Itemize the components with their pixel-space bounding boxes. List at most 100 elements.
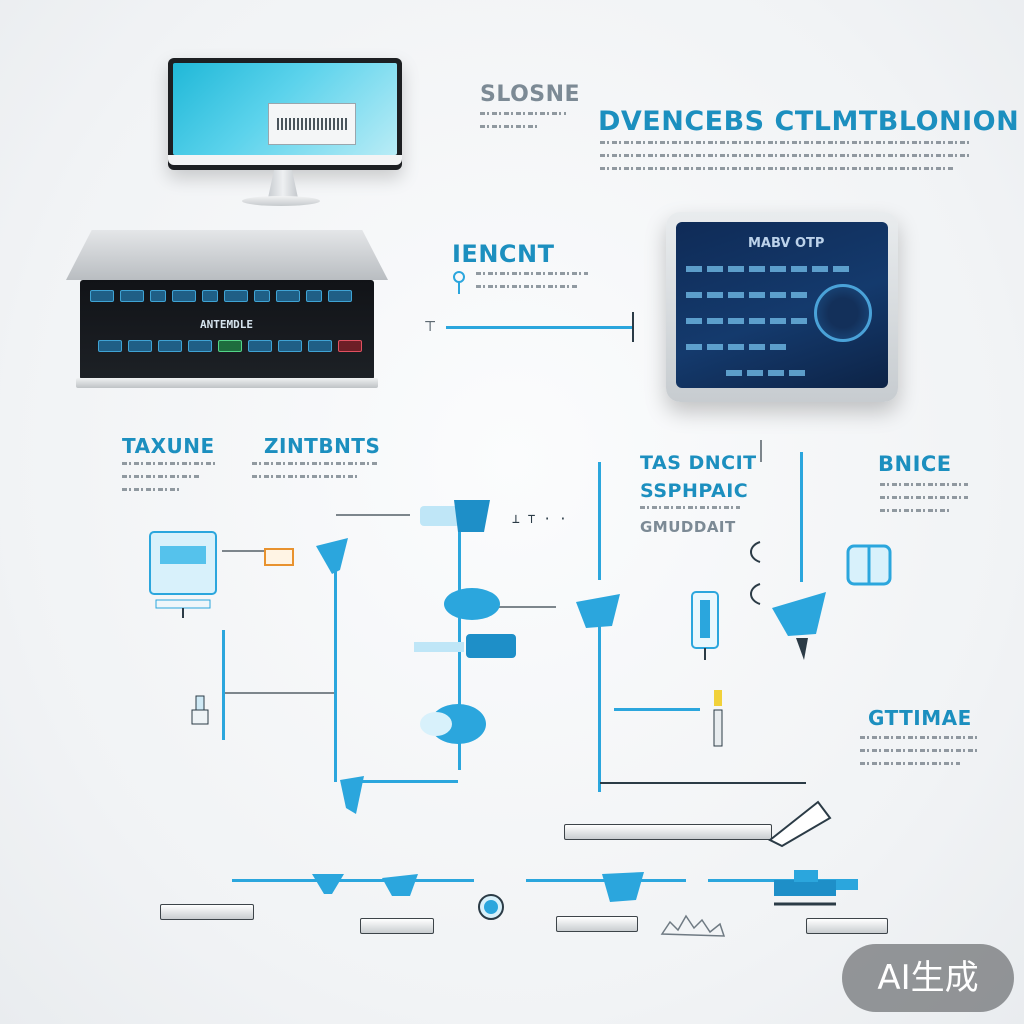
right-caption-top: BNICE <box>878 452 952 476</box>
console-key[interactable] <box>202 290 218 302</box>
console-key[interactable] <box>90 290 114 302</box>
flow-line <box>614 708 700 711</box>
tablet-screen: MABV OTP <box>676 222 888 388</box>
pin-icon <box>452 270 466 296</box>
control-console: ANTEMDLE <box>66 230 388 388</box>
tablet-device: MABV OTP <box>666 212 898 402</box>
left-caption-a: TAXUNE <box>122 434 215 458</box>
tablet-row <box>686 266 849 272</box>
ellipsis-icon: ⊥ ⊤ · · <box>512 512 567 527</box>
monitor-caption-text <box>480 112 566 138</box>
ramp-node-icon <box>768 800 832 848</box>
vehicle-node-icon <box>774 870 858 906</box>
flow-line <box>760 440 762 462</box>
console-key[interactable] <box>308 340 332 352</box>
center-caption-1: TAS DNCIT <box>640 452 757 474</box>
console-key[interactable] <box>254 290 270 302</box>
funnel-node-icon <box>312 874 344 894</box>
console-caption: IENCNT <box>452 240 555 268</box>
flow-line <box>232 879 474 882</box>
flow-line <box>486 606 556 608</box>
tablet-row <box>686 292 807 298</box>
tablet-title: MABV OTP <box>748 236 825 251</box>
center-caption-text <box>640 506 740 519</box>
tablet-dial[interactable] <box>814 284 872 342</box>
flow-line <box>222 550 264 552</box>
conveyor-rail <box>160 904 254 920</box>
funnel-node-icon <box>316 538 348 574</box>
console-key[interactable] <box>98 340 122 352</box>
connector-stop <box>632 312 634 342</box>
monitor-caption: SLOSNE <box>480 82 581 107</box>
debris-icon <box>660 914 726 937</box>
console-panel: ANTEMDLE <box>80 280 374 380</box>
flow-line <box>222 630 225 740</box>
flow-line <box>222 692 334 694</box>
funnel-node-icon <box>602 872 644 902</box>
tablet-row <box>726 370 805 376</box>
bar-node-icon <box>414 634 516 658</box>
sensor-node-icon <box>713 690 723 747</box>
console-key-green[interactable] <box>218 340 242 352</box>
monitor-display <box>173 63 397 155</box>
device-node-icon <box>149 531 217 618</box>
console-key[interactable] <box>248 340 272 352</box>
console-key[interactable] <box>328 290 352 302</box>
console-key[interactable] <box>278 340 302 352</box>
console-key[interactable] <box>158 340 182 352</box>
connector-line <box>446 326 634 329</box>
console-key[interactable] <box>188 340 212 352</box>
left-caption-b-text <box>252 462 378 488</box>
flow-line <box>600 782 806 784</box>
valve-node-icon <box>191 695 209 725</box>
console-key-red[interactable] <box>338 340 362 352</box>
globe-node-icon <box>420 704 486 744</box>
conveyor-rail <box>564 824 772 840</box>
flow-line <box>336 514 410 516</box>
right-caption-mid-text <box>860 736 978 775</box>
stack-node-icon <box>846 544 892 586</box>
console-key[interactable] <box>306 290 322 302</box>
monitor-base <box>242 196 320 206</box>
flow-line <box>334 560 337 782</box>
phone-node-icon <box>691 591 719 660</box>
chip-node-icon <box>444 588 500 620</box>
shield-node-icon <box>576 594 620 628</box>
console-key[interactable] <box>150 290 166 302</box>
monitor-stand <box>268 170 298 198</box>
funnel-node-icon <box>382 874 418 896</box>
console-key[interactable] <box>172 290 196 302</box>
console-lid <box>66 230 388 280</box>
main-title-text <box>600 141 970 180</box>
drop-node-icon <box>340 776 364 814</box>
console-base <box>76 378 378 388</box>
conveyor-rail <box>556 916 638 932</box>
console-key[interactable] <box>128 340 152 352</box>
right-caption-top-text <box>880 483 968 522</box>
flow-line <box>346 780 458 783</box>
console-key-row-top <box>90 290 352 302</box>
desktop-monitor <box>168 58 402 170</box>
main-title: DVENCEBS CTLMTBLONION <box>598 106 1020 137</box>
shield-node-icon <box>420 500 490 532</box>
console-key[interactable] <box>224 290 248 302</box>
console-caption-text <box>476 272 588 298</box>
left-caption-b: ZINTBNTS <box>264 434 381 458</box>
conveyor-rail <box>360 918 434 934</box>
console-key[interactable] <box>276 290 300 302</box>
bracket-node-icon <box>750 541 761 605</box>
shield-node-icon <box>772 592 826 660</box>
flow-line <box>598 462 601 580</box>
console-key[interactable] <box>120 290 144 302</box>
monitor-chin <box>168 155 402 165</box>
box-node-icon <box>264 548 294 566</box>
circle-node-icon[interactable] <box>476 892 506 922</box>
tablet-row <box>686 318 807 324</box>
monitor-app-window <box>268 103 356 145</box>
ai-generated-badge: AI生成 <box>842 944 1014 1012</box>
center-caption-2: SSPHPAIC <box>640 480 749 502</box>
tablet-row <box>686 344 786 350</box>
flow-line <box>800 452 803 582</box>
console-key-row-bottom <box>98 340 362 352</box>
conveyor-rail <box>806 918 888 934</box>
